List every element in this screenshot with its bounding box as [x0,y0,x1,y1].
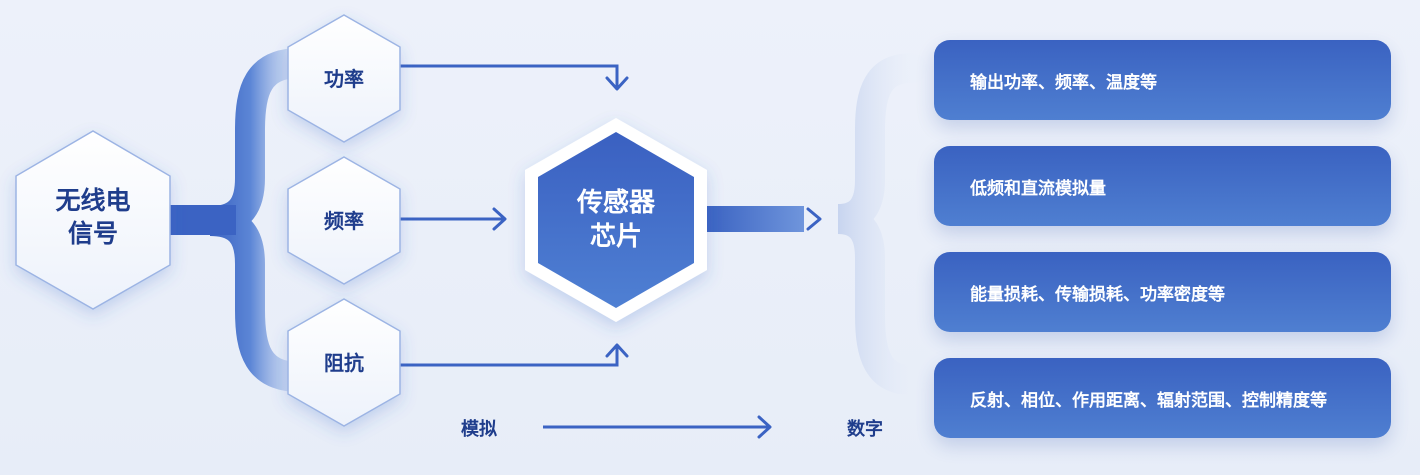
output-text: 能量损耗、传输损耗、功率密度等 [970,284,1225,305]
power-arrow [400,64,619,88]
output-box: 能量损耗、传输损耗、功率密度等 [934,252,1391,332]
chip-label-line2: 芯片 [589,222,642,252]
source-hexagon [15,130,171,310]
source-label-line1: 无线电 [55,186,131,215]
impedance-arrow [400,345,619,367]
source-label-line2: 信号 [67,219,118,248]
output-box: 低频和直流模拟量 [934,146,1391,226]
chip-label: 传感器 芯片 [538,186,694,254]
frequency-hexagon [287,156,401,285]
output-box: 反射、相位、作用距离、辐射范围、控制精度等 [934,358,1391,438]
output-list: 输出功率、频率、温度等 低频和直流模拟量 能量损耗、传输损耗、功率密度等 反射、… [934,40,1391,438]
power-label: 功率 [324,67,364,91]
output-box: 输出功率、频率、温度等 [934,40,1391,120]
right-brace [837,53,927,395]
impedance-arrowhead [605,343,629,358]
source-label: 无线电 信号 [16,184,170,250]
frequency-label: 频率 [324,209,364,233]
output-text: 低频和直流模拟量 [970,178,1106,199]
analog-digital-arrowhead [757,415,772,439]
impedance-hexagon [287,298,401,427]
power-arrowhead [605,76,629,91]
output-text: 反射、相位、作用距离、辐射范围、控制精度等 [970,390,1327,411]
impedance-label: 阻抗 [324,351,364,375]
digital-label: 数字 [847,419,883,440]
chip-output-arrowhead [806,207,822,231]
chip-label-line1: 传感器 [576,188,655,218]
chip-output-band [704,206,804,232]
power-hexagon [287,14,401,143]
analog-label: 模拟 [461,419,497,440]
frequency-arrowhead [492,207,507,231]
output-text: 输出功率、频率、温度等 [970,72,1157,93]
source-band [166,205,236,235]
chip-hexagon [538,132,694,308]
